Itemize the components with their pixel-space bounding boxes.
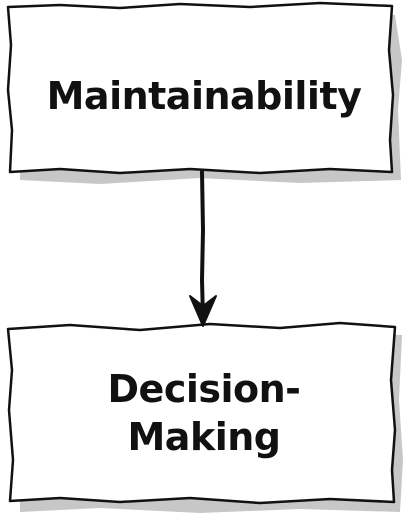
decision-making-box xyxy=(6,321,397,505)
decision-making-label: Decision- Making xyxy=(8,365,400,461)
decision-making-label-line-1: Decision- xyxy=(107,367,301,411)
maintainability-box xyxy=(6,1,395,175)
maintainability-label: Maintainability xyxy=(8,72,400,120)
connector-arrow-line xyxy=(199,170,206,320)
decision-making-label-line-2: Making xyxy=(127,415,281,459)
connector-arrow-head xyxy=(189,295,217,327)
maintainability-label-line: Maintainability xyxy=(46,74,362,118)
